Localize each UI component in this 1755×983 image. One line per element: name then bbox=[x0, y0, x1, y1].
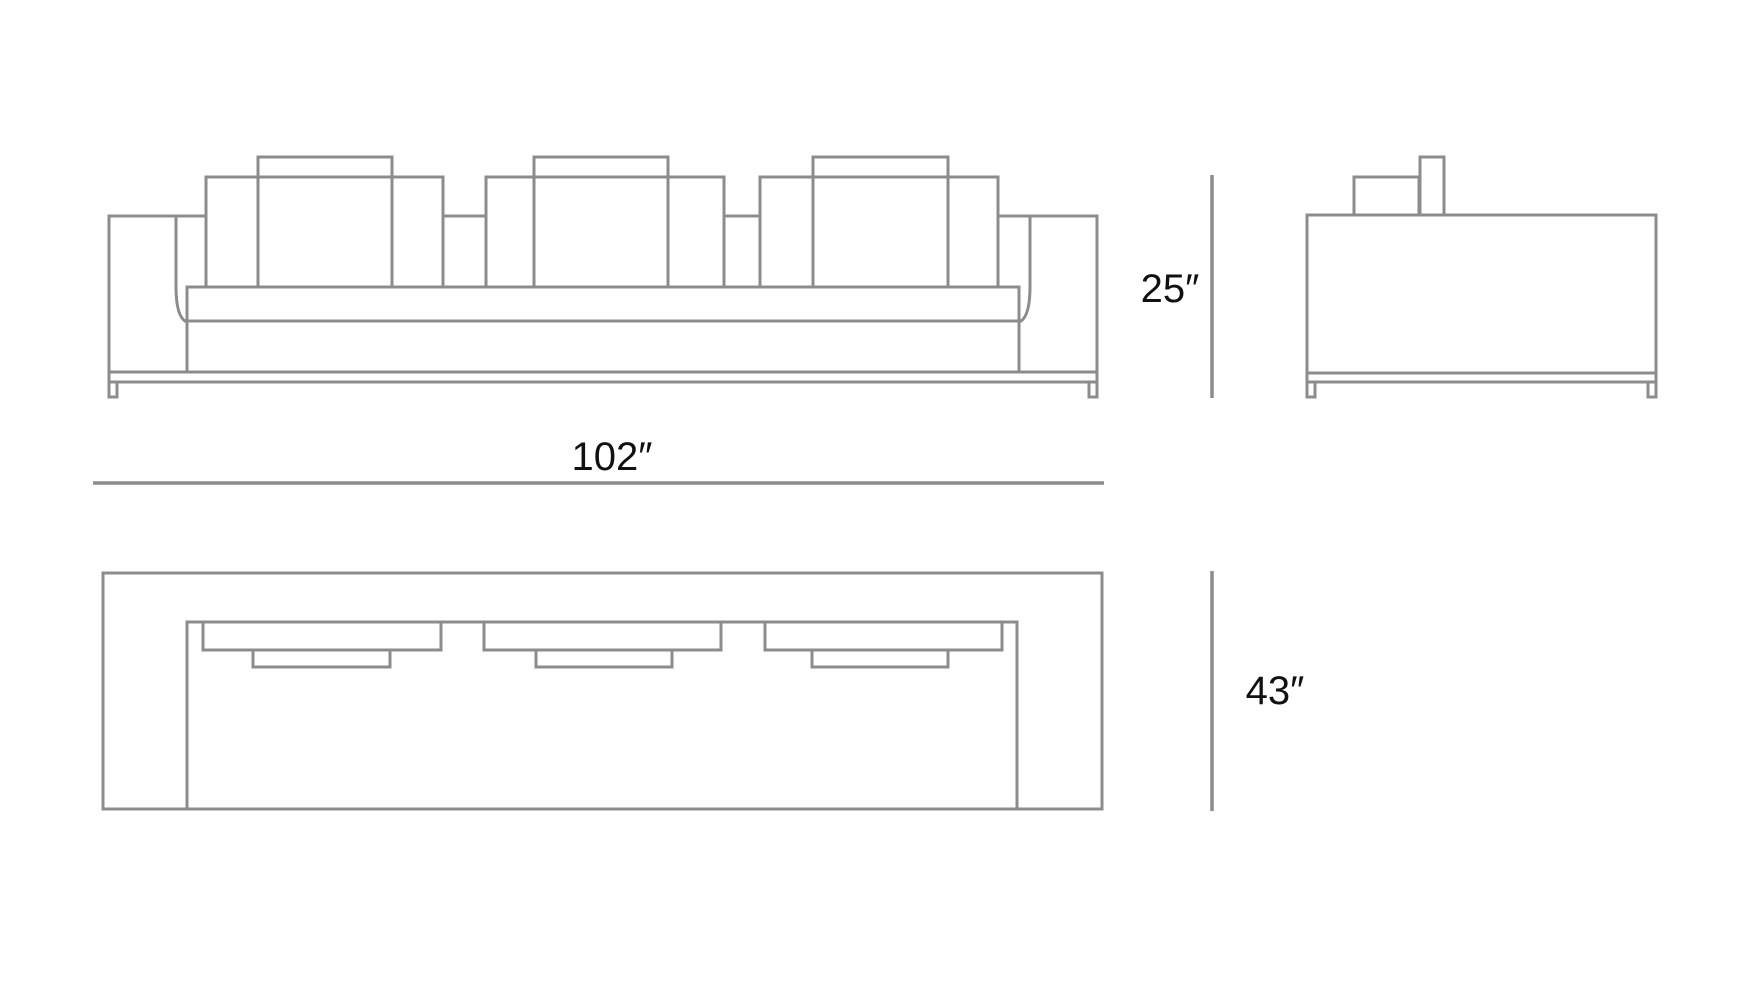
front-pillow-back-2 bbox=[484, 175, 726, 289]
front-left-arm bbox=[107, 214, 188, 372]
front-view bbox=[107, 155, 1099, 399]
front-pillow-front-1 bbox=[256, 155, 394, 289]
front-seat-cushion bbox=[185, 285, 1021, 323]
top-pillow-front-3 bbox=[810, 648, 950, 669]
top-pillow-back-1 bbox=[201, 620, 443, 652]
top-pillow-front-2 bbox=[534, 648, 674, 669]
front-pillow-front-2 bbox=[532, 155, 670, 289]
top-pillow-front-1 bbox=[251, 648, 392, 669]
side-left-leg bbox=[1305, 382, 1317, 399]
front-pillow-back-1 bbox=[204, 175, 445, 289]
front-right-arm bbox=[1018, 214, 1099, 372]
top-outer-frame bbox=[101, 571, 1104, 811]
side-view bbox=[1305, 155, 1658, 399]
side-right-leg bbox=[1646, 382, 1658, 399]
front-base-platform bbox=[107, 370, 1099, 384]
front-seat-base bbox=[185, 319, 1021, 374]
front-left-leg bbox=[107, 382, 119, 399]
side-base-platform bbox=[1305, 371, 1658, 384]
top-view bbox=[101, 571, 1104, 811]
front-pillow-front-3 bbox=[811, 155, 950, 289]
width-dimension-label: 102″ bbox=[572, 435, 653, 479]
front-pillow-back-3 bbox=[758, 175, 1000, 289]
front-right-leg bbox=[1087, 382, 1099, 399]
side-back-cushion bbox=[1352, 175, 1421, 217]
top-pillow-back-3 bbox=[763, 620, 1004, 652]
depth-dimension-label: 43″ bbox=[1246, 669, 1305, 713]
side-body bbox=[1305, 213, 1658, 375]
side-pillow bbox=[1418, 155, 1446, 217]
top-pillow-back-2 bbox=[482, 620, 723, 652]
height-dimension-label: 25″ bbox=[1141, 267, 1200, 311]
